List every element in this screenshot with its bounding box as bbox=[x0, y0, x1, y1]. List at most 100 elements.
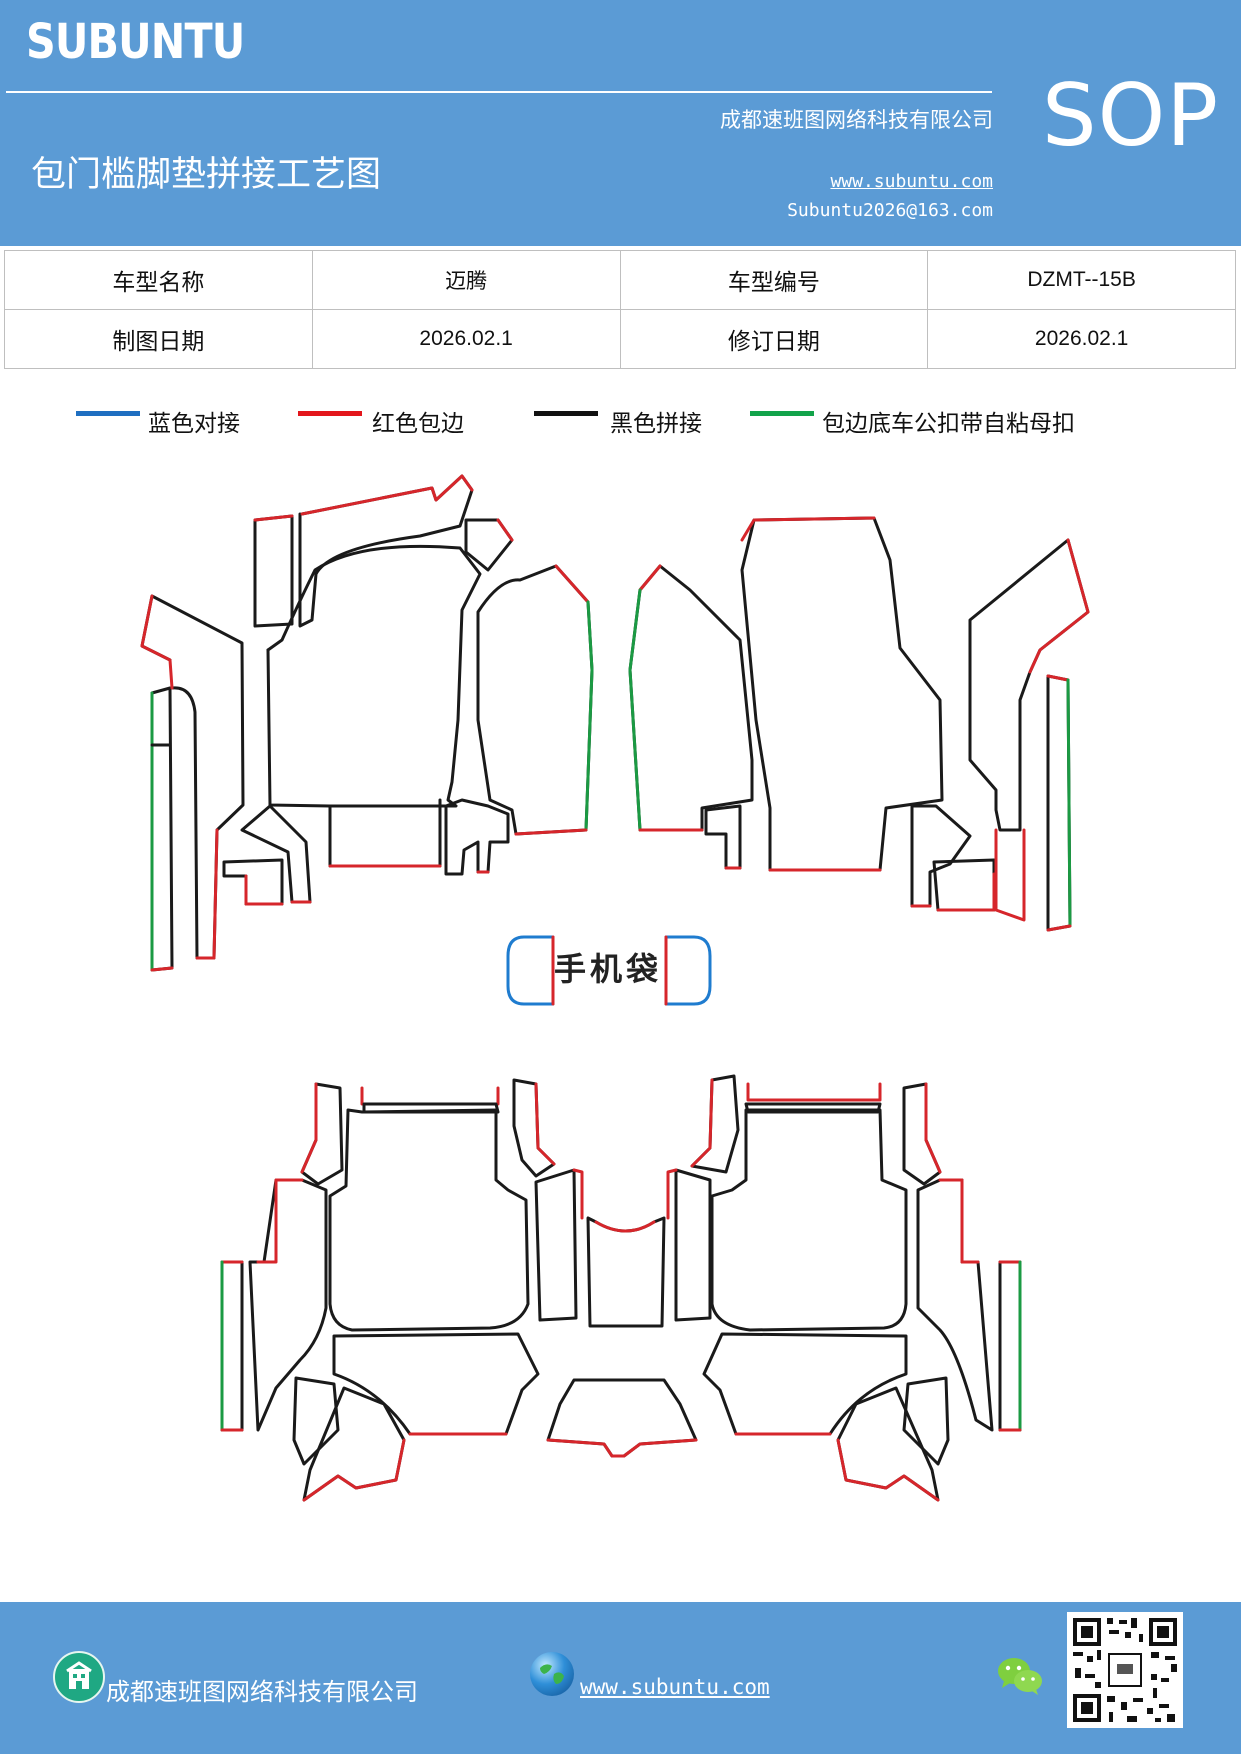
mat-seam bbox=[362, 1102, 500, 1114]
model-code-value: DZMT--15B bbox=[927, 250, 1236, 310]
mat-piece bbox=[702, 1332, 908, 1436]
red-edge bbox=[746, 1082, 882, 1102]
mat-piece bbox=[546, 1378, 698, 1458]
red-edge bbox=[546, 1438, 698, 1458]
phone-pocket-right-edge bbox=[664, 935, 712, 1006]
mat-piece bbox=[740, 516, 944, 872]
revise-date-label: 修订日期 bbox=[619, 309, 929, 369]
color-legend: 蓝色对接 红色包边 黑色拼接 包边底车公扣带自粘母扣 bbox=[0, 404, 1241, 444]
mat-piece bbox=[444, 798, 510, 876]
red-edge bbox=[514, 828, 588, 836]
mat-piece bbox=[332, 1332, 540, 1436]
model-name-value: 迈腾 bbox=[311, 250, 621, 310]
mat-piece bbox=[302, 1386, 406, 1502]
header-banner: SUBUNTU 成都速班图网络科技有限公司 包门槛脚垫拼接工艺图 www.sub… bbox=[0, 0, 1241, 246]
mat-piece bbox=[248, 1178, 328, 1432]
mat-piece bbox=[253, 514, 294, 628]
footer-website-link[interactable]: www.subuntu.com bbox=[580, 1675, 770, 1699]
red-edge bbox=[936, 872, 996, 912]
mat-piece bbox=[328, 1108, 530, 1332]
red-edge bbox=[244, 874, 284, 906]
green-edge bbox=[1066, 678, 1072, 928]
red-edge bbox=[256, 1178, 304, 1264]
model-code-label: 车型编号 bbox=[619, 250, 929, 310]
header-divider bbox=[6, 91, 992, 93]
model-name-label: 车型名称 bbox=[4, 250, 313, 310]
legend-swatch-green bbox=[750, 411, 814, 416]
red-edge bbox=[1028, 538, 1090, 674]
red-edge bbox=[534, 1082, 556, 1166]
mat-piece bbox=[300, 1082, 344, 1186]
phone-pocket-label: 手机袋 bbox=[554, 950, 662, 988]
red-edge bbox=[572, 1168, 584, 1220]
red-edge bbox=[302, 1438, 406, 1502]
mat-piece bbox=[476, 564, 594, 836]
green-edge bbox=[584, 600, 594, 832]
legend-label: 黑色拼接 bbox=[610, 411, 702, 437]
footer-company: 成都速班图网络科技有限公司 bbox=[106, 1678, 418, 1706]
mat-layout-diagram: 手机袋 bbox=[140, 474, 1090, 1502]
mat-piece bbox=[140, 594, 245, 960]
header-email: Subuntu2026@163.com bbox=[787, 200, 993, 221]
red-edge bbox=[1046, 924, 1072, 932]
mat-piece bbox=[240, 804, 312, 904]
red-edge bbox=[938, 1178, 980, 1264]
footer-banner: 成都速班图网络科技有限公司 www.subuntu.com bbox=[0, 1602, 1241, 1754]
mat-piece bbox=[998, 1260, 1022, 1432]
legend-label: 红色包边 bbox=[372, 411, 464, 437]
table-row: 制图日期 2026.02.1 修订日期 2026.02.1 bbox=[4, 309, 1236, 369]
mat-piece bbox=[710, 1108, 908, 1332]
red-edge bbox=[554, 564, 590, 604]
legend-swatch-red bbox=[298, 411, 362, 416]
table-row: 车型名称 迈腾 车型编号 DZMT--15B bbox=[4, 250, 1236, 310]
mat-piece bbox=[628, 564, 754, 832]
mat-piece bbox=[534, 1168, 578, 1322]
red-edge bbox=[1046, 674, 1070, 682]
red-edge bbox=[150, 966, 174, 972]
legend-label: 蓝色对接 bbox=[148, 411, 240, 437]
red-edge bbox=[496, 518, 514, 542]
vehicle-info-table: 车型名称 迈腾 车型编号 DZMT--15B 制图日期 2026.02.1 修订… bbox=[4, 250, 1236, 369]
page-title: 包门槛脚垫拼接工艺图 bbox=[31, 155, 382, 195]
globe-icon bbox=[530, 1652, 574, 1696]
mat-piece bbox=[220, 1260, 244, 1432]
phone-pocket bbox=[506, 935, 712, 1006]
mat-piece bbox=[266, 544, 482, 868]
legend-label: 包边底车公扣带自粘母扣 bbox=[822, 411, 1075, 437]
red-edge bbox=[666, 1168, 678, 1220]
rear-mat-group bbox=[220, 1074, 1022, 1502]
red-edge bbox=[360, 1086, 500, 1106]
header-company: 成都速班图网络科技有限公司 bbox=[720, 108, 993, 132]
red-edge bbox=[924, 1082, 942, 1174]
green-edge bbox=[628, 588, 642, 832]
mat-piece bbox=[464, 518, 514, 572]
red-edge bbox=[690, 1078, 714, 1168]
red-edge bbox=[638, 564, 662, 592]
red-edge bbox=[140, 594, 174, 690]
mat-piece bbox=[1046, 674, 1072, 932]
mat-piece bbox=[902, 1082, 942, 1186]
red-edge bbox=[594, 1220, 656, 1233]
legend-swatch-black bbox=[534, 411, 598, 416]
header-website-link[interactable]: www.subuntu.com bbox=[830, 171, 993, 192]
front-left-mat-group bbox=[140, 474, 594, 972]
mat-piece bbox=[222, 858, 284, 906]
mat-piece bbox=[674, 1168, 712, 1322]
mat-seam bbox=[266, 648, 332, 808]
mat-piece bbox=[586, 1216, 666, 1328]
draw-date-label: 制图日期 bbox=[4, 309, 313, 369]
mat-piece bbox=[704, 804, 742, 870]
mat-piece bbox=[916, 1178, 994, 1432]
mat-piece bbox=[512, 1078, 556, 1178]
red-edge bbox=[836, 1438, 940, 1502]
legend-swatch-blue bbox=[76, 411, 140, 416]
qr-code bbox=[1067, 1612, 1183, 1728]
red-edge bbox=[740, 516, 876, 542]
red-edge bbox=[195, 828, 219, 960]
draw-date-value: 2026.02.1 bbox=[311, 309, 621, 369]
red-edge bbox=[994, 828, 1026, 922]
red-edge bbox=[253, 514, 294, 522]
red-edge bbox=[300, 474, 474, 516]
wechat-icon[interactable] bbox=[996, 1655, 1044, 1697]
mat-piece bbox=[902, 1376, 950, 1466]
